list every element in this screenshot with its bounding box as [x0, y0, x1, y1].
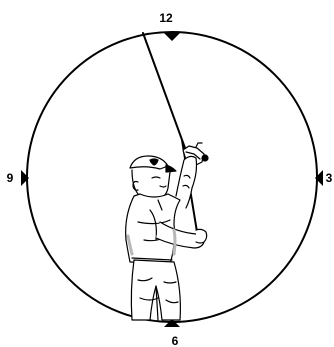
clock-label-9: 9 [7, 171, 14, 185]
fishing-rod-icon [143, 33, 185, 148]
clock-label-12: 12 [159, 11, 173, 25]
clock-label-3: 3 [326, 171, 333, 185]
angler-figure-icon [126, 33, 208, 320]
cap-icon [130, 156, 176, 172]
clock-label-6: 6 [172, 334, 179, 347]
triangle-marker-12-icon [164, 33, 180, 41]
